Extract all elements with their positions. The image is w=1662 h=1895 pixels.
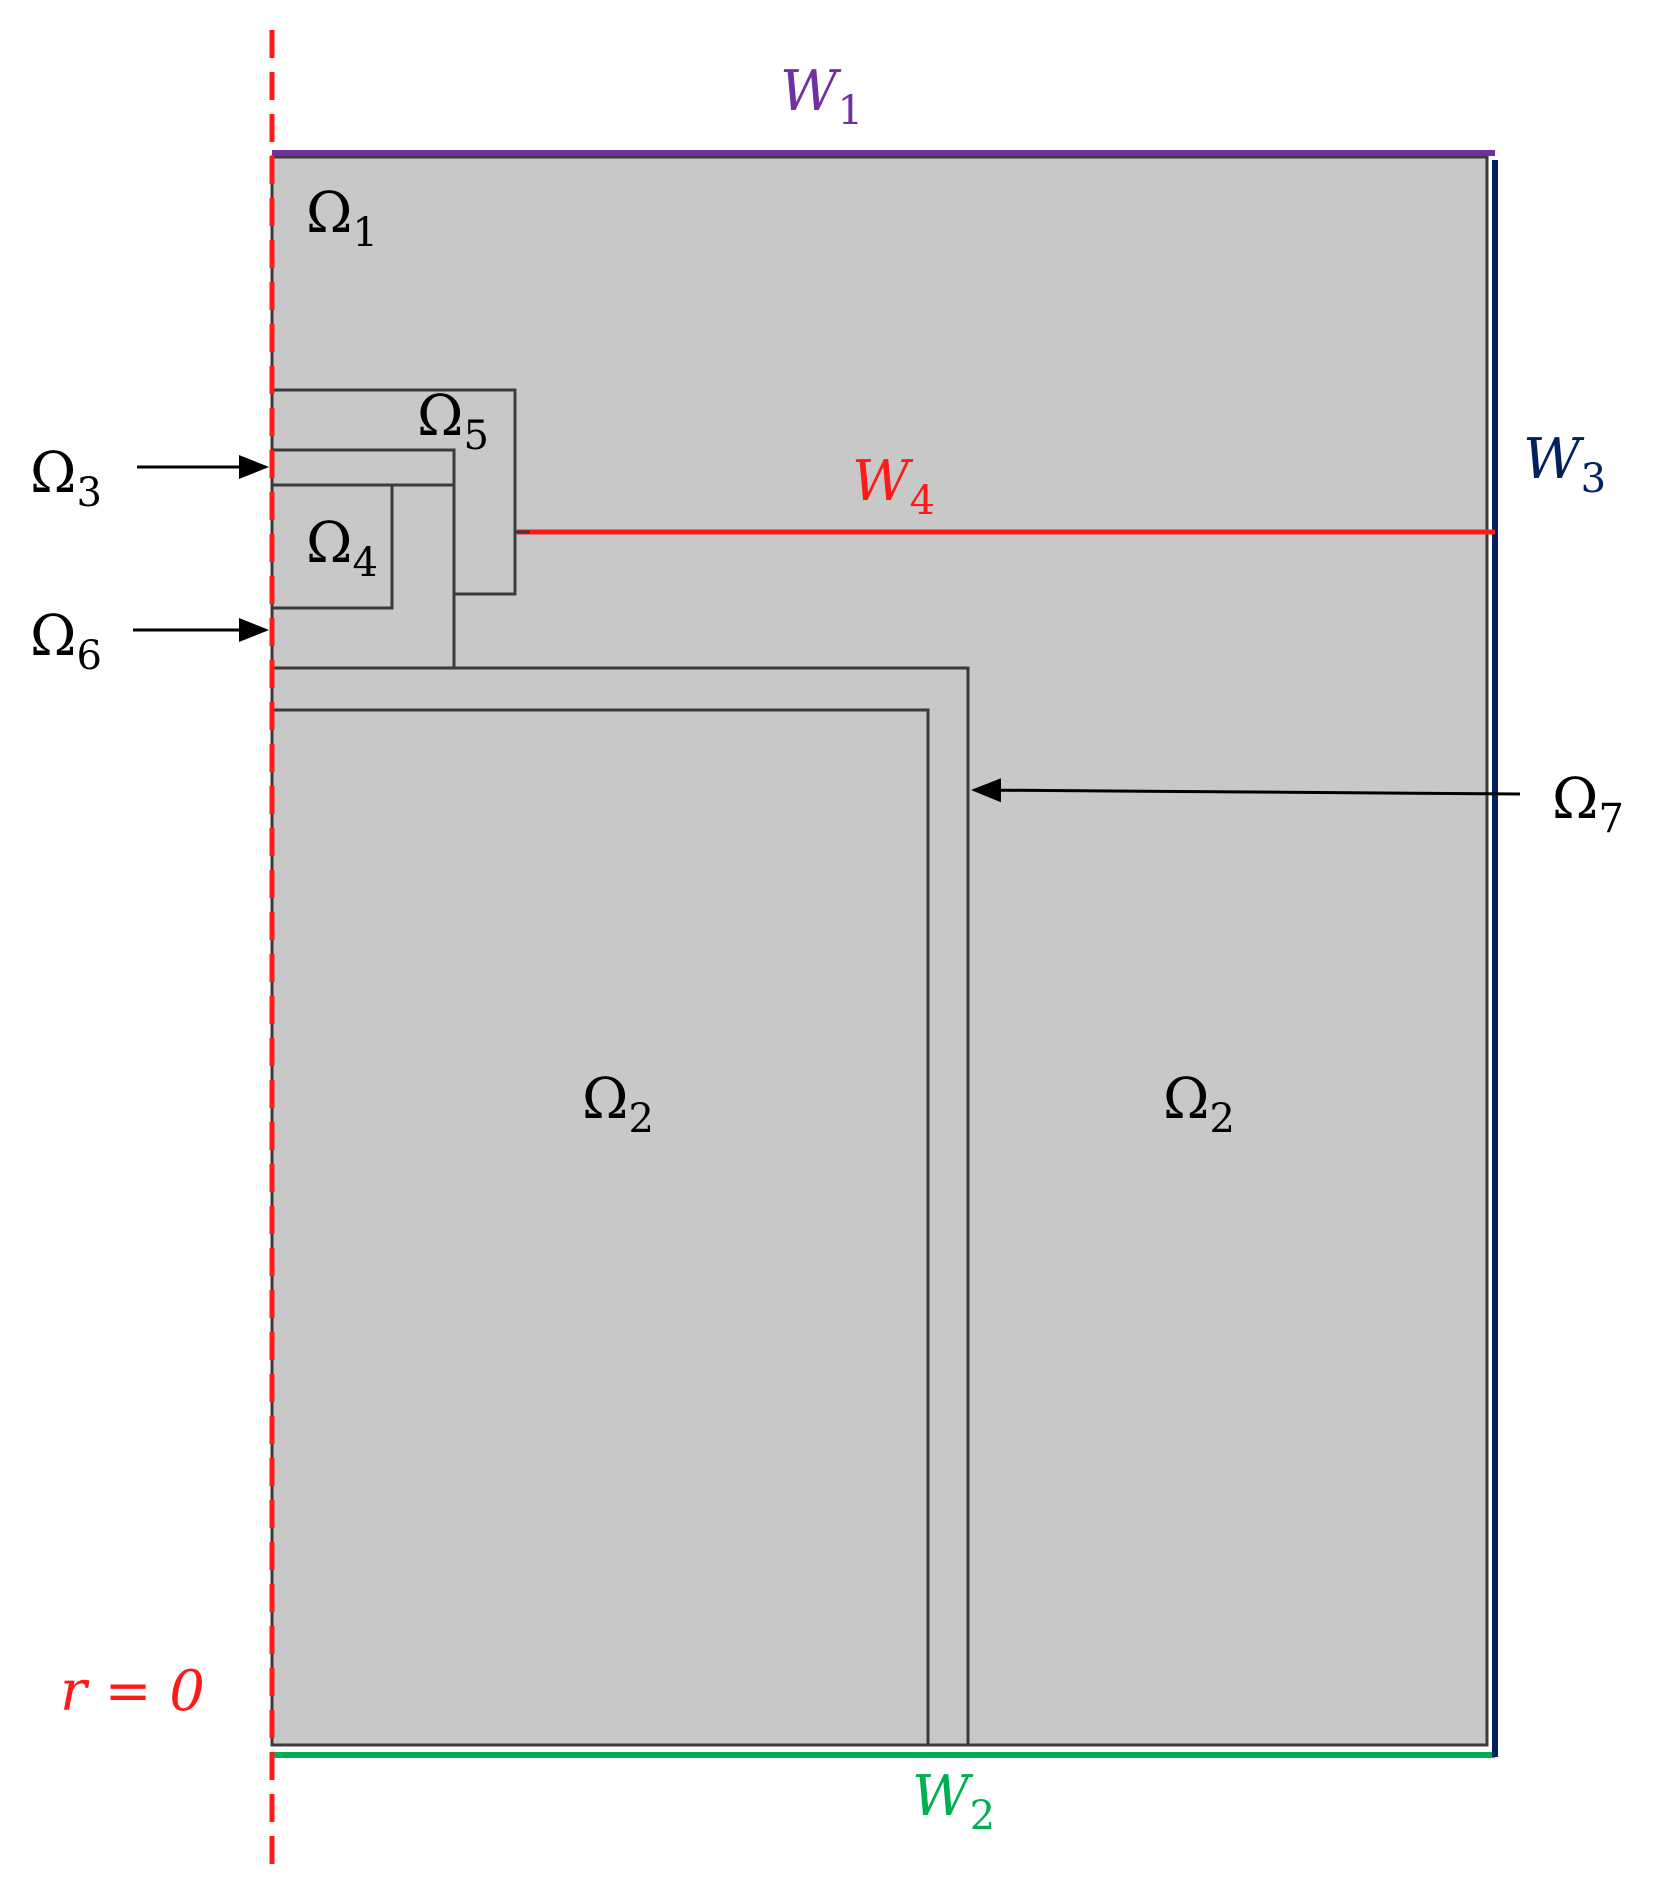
omega3-boundary (272, 448, 456, 668)
w2-label: W2 (912, 1764, 995, 1839)
w4-label: W4 (852, 449, 935, 524)
omega2-left-label: Ω2 (582, 1067, 654, 1142)
omega7-arrow (971, 778, 1521, 803)
omega5-label: Ω5 (417, 384, 489, 459)
omega4-label: Ω4 (306, 511, 378, 586)
w3-label: W3 (1523, 427, 1606, 502)
omega1-domain (270, 155, 1489, 1747)
omega3-label: Ω3 (30, 441, 102, 516)
w1-label: W1 (780, 59, 863, 134)
omega4-boundary (272, 485, 394, 610)
omega5-boundary (272, 388, 517, 596)
omega7-outer-boundary (272, 666, 970, 1745)
omega2-right-label: Ω2 (1163, 1067, 1235, 1142)
omega7-label: Ω7 (1552, 767, 1624, 842)
omega7-inner-boundary (272, 708, 930, 1745)
omega6-label: Ω6 (30, 604, 102, 679)
axis-label: r = 0 (60, 1659, 205, 1724)
omega1-label: Ω1 (306, 181, 378, 256)
